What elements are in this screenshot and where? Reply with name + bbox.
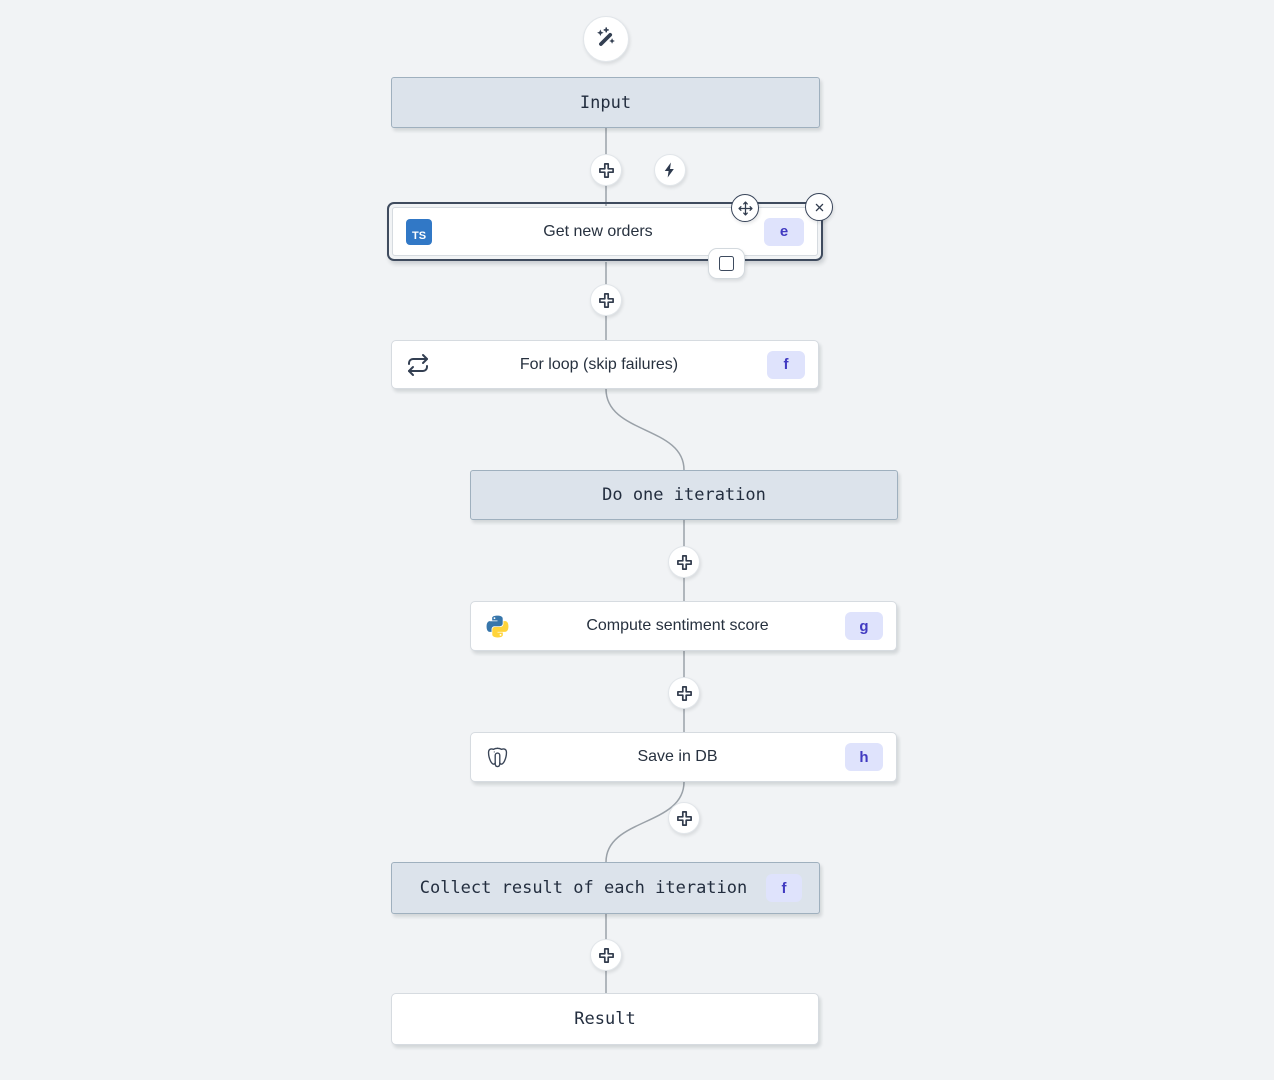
node-do-one-iteration[interactable]: Do one iteration <box>470 470 898 520</box>
node-compute-sentiment-score[interactable]: Compute sentiment score g <box>470 601 897 651</box>
insert-step-button[interactable] <box>590 939 622 971</box>
plus-icon <box>676 554 692 570</box>
python-icon <box>484 613 510 639</box>
insert-step-button[interactable] <box>590 284 622 316</box>
node-label: Do one iteration <box>602 485 766 505</box>
node-collect-result[interactable]: Collect result of each iteration f <box>391 862 820 914</box>
postgresql-icon <box>484 744 510 770</box>
magic-wand-icon <box>597 27 615 46</box>
node-label: Collect result of each iteration <box>419 878 748 898</box>
insert-step-button[interactable] <box>590 154 622 186</box>
step-id-badge: e <box>764 217 804 246</box>
plus-icon <box>676 685 692 701</box>
insert-step-button[interactable] <box>668 546 700 578</box>
close-icon <box>815 203 823 211</box>
node-label: Get new orders <box>543 222 653 240</box>
step-id-badge: g <box>845 612 883 640</box>
step-id-badge: f <box>766 874 802 902</box>
step-id-badge: f <box>767 350 805 379</box>
node-label: Save in DB <box>637 748 718 765</box>
node-get-new-orders[interactable]: TS Get new orders e <box>387 202 823 261</box>
plus-icon <box>676 810 692 826</box>
plus-icon <box>598 292 614 308</box>
insert-step-button[interactable] <box>668 677 700 709</box>
lightning-icon <box>664 162 674 178</box>
node-label: For loop (skip failures) <box>519 355 679 373</box>
node-input[interactable]: Input <box>391 77 820 128</box>
node-label: Input <box>579 92 632 113</box>
ai-flow-builder-button[interactable] <box>583 16 629 62</box>
node-label: Result <box>574 1009 636 1029</box>
node-save-in-db[interactable]: Save in DB h <box>470 732 897 782</box>
move-node-button[interactable] <box>731 194 759 222</box>
plus-icon <box>598 947 614 963</box>
early-stop-button[interactable] <box>708 248 745 279</box>
step-id-badge: h <box>845 743 883 771</box>
square-icon <box>719 256 734 271</box>
repeat-icon <box>405 352 431 378</box>
insert-step-button[interactable] <box>668 802 700 834</box>
node-result[interactable]: Result <box>391 993 819 1045</box>
node-for-loop[interactable]: For loop (skip failures) f <box>391 340 819 389</box>
remove-node-button[interactable] <box>805 193 833 221</box>
typescript-icon: TS <box>406 218 432 245</box>
add-trigger-button[interactable] <box>654 154 686 186</box>
node-label: Compute sentiment score <box>586 617 769 634</box>
plus-icon <box>598 162 614 178</box>
move-icon <box>737 200 753 216</box>
